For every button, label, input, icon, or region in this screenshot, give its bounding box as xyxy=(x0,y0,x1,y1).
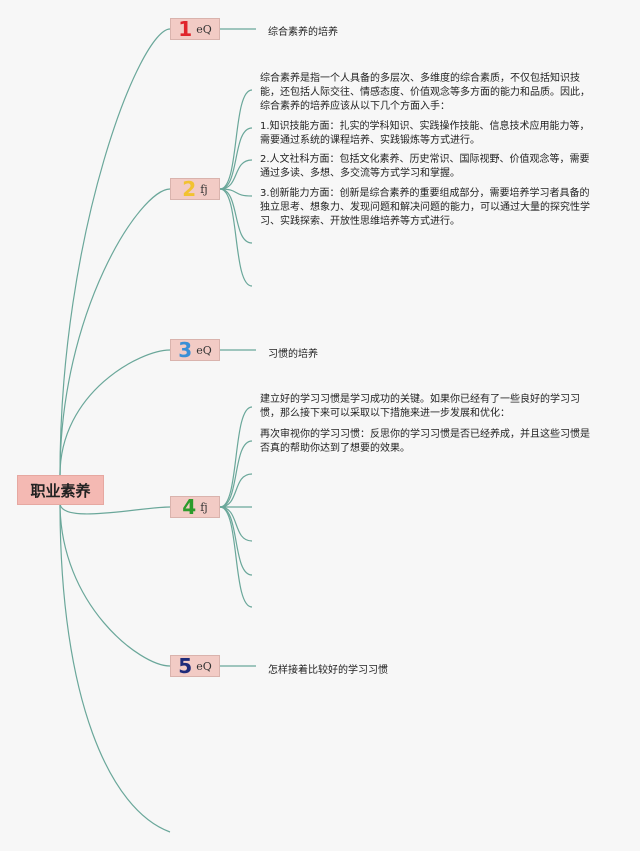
branch-3-label: 习惯的培养 xyxy=(268,349,318,360)
branch-1-node[interactable]: 1 eQ xyxy=(170,18,220,40)
branch-4-fan-line-7 xyxy=(219,506,253,608)
branch-2-fan-line-5 xyxy=(219,188,253,244)
root-label: 职业素养 xyxy=(30,481,91,500)
branch-2-node[interactable]: 2 fj xyxy=(170,178,220,200)
root-to-branch-5-line xyxy=(59,502,171,667)
branch-2-fan-line-3 xyxy=(219,159,253,190)
branch-2-paragraph-3: 2.人文社科方面：包括文化素养、历史常识、国际视野、价值观念等，需要通过多读、多… xyxy=(260,154,590,179)
branch-4-fan-line-3 xyxy=(219,473,253,508)
branch-5-node[interactable]: 5 eQ xyxy=(170,655,220,677)
branch-2-number: 2 xyxy=(182,177,197,201)
root-to-branch-3-line xyxy=(59,349,171,476)
branch-2-fan-line-2 xyxy=(219,127,253,190)
branch-2-fan-line-1 xyxy=(219,89,253,190)
branch-3-number: 3 xyxy=(178,338,193,362)
branch-5-number: 5 xyxy=(178,654,193,678)
branch-5-label: 怎样接着比较好的学习习惯 xyxy=(268,665,388,676)
branch-1-tag: eQ xyxy=(196,22,212,36)
branch-2-paragraph-4: 3.创新能力方面：创新是综合素养的重要组成部分，需要培养学习者具备的独立思考、想… xyxy=(260,188,590,227)
branch-3-tag: eQ xyxy=(196,343,212,357)
root-to-branch-4-line xyxy=(59,502,171,515)
branch-3-node[interactable]: 3 eQ xyxy=(170,339,220,361)
branch-1-number: 1 xyxy=(178,17,193,41)
branch-2-fan-line-4 xyxy=(219,188,253,197)
root-node[interactable]: 职业素养 xyxy=(17,475,104,505)
branch-4-fan-line-2 xyxy=(219,440,253,508)
branch-4-paragraph-1: 建立好的学习习惯是学习成功的关键。如果你已经有了一些良好的学习习惯，那么接下来可… xyxy=(260,394,580,419)
branch-4-fan-line-1 xyxy=(219,406,253,508)
branch-5-tag: eQ xyxy=(196,659,212,673)
root-to-branch-1-line xyxy=(59,28,171,476)
branch-2-paragraph-1: 综合素养是指一个人具备的多层次、多维度的综合素质，不仅包括知识技能，还包括人际交… xyxy=(260,73,590,112)
branch-2-fan-line-6 xyxy=(219,188,253,287)
branch-1-label: 综合素养的培养 xyxy=(268,27,338,38)
branch-2-paragraph-2: 1.知识技能方面：扎实的学科知识、实践操作技能、信息技术应用能力等，需要通过系统… xyxy=(260,121,590,146)
branch-4-paragraph-2: 再次审视你的学习习惯：反思你的学习习惯是否已经养成，并且这些习惯是否真的帮助你达… xyxy=(260,429,590,454)
branch-4-tag: fj xyxy=(200,500,208,514)
branch-4-fan-line-6 xyxy=(219,506,253,576)
root-to-branch-2-line xyxy=(59,188,171,476)
branch-4-node[interactable]: 4 fj xyxy=(170,496,220,518)
branch-2-tag: fj xyxy=(200,182,208,196)
root-tail-line xyxy=(59,502,171,833)
branch-4-fan-line-5 xyxy=(219,506,253,542)
branch-4-number: 4 xyxy=(182,495,197,519)
